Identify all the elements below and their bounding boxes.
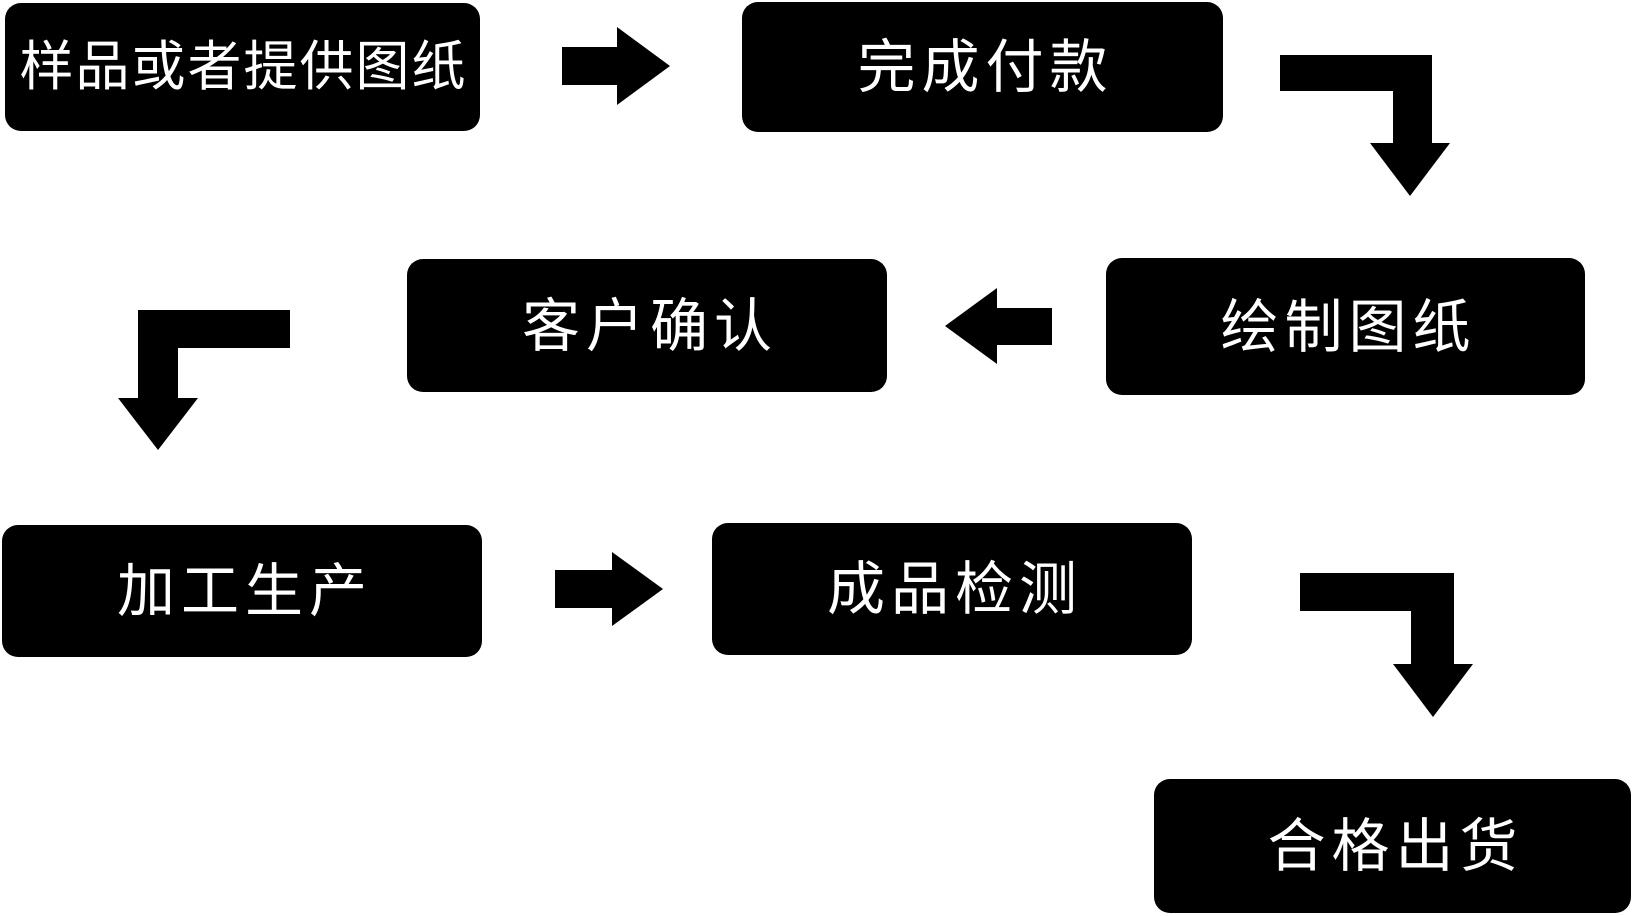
flow-node-complete-payment: 完成付款 [742, 2, 1223, 132]
flow-node-processing-production: 加工生产 [2, 525, 482, 657]
arrow-left-icon [945, 288, 1052, 364]
node-label: 加工生产 [116, 557, 373, 625]
flow-node-product-inspection: 成品检测 [712, 523, 1192, 655]
flow-node-qualified-shipment: 合格出货 [1154, 779, 1631, 913]
node-label: 合格出货 [1267, 812, 1524, 880]
node-label: 成品检测 [826, 555, 1083, 623]
arrow-right-icon [555, 552, 663, 626]
node-label: 样品或者提供图纸 [19, 35, 468, 98]
arrow-elbow-left-down-icon [118, 310, 290, 450]
flow-node-customer-confirm: 客户确认 [407, 259, 887, 392]
node-label: 绘制图纸 [1220, 292, 1477, 361]
arrow-elbow-right-down-icon [1280, 55, 1450, 196]
arrow-right-icon [562, 27, 670, 105]
flow-node-sample-or-drawing: 样品或者提供图纸 [5, 3, 480, 131]
flow-node-draw-drawings: 绘制图纸 [1106, 258, 1585, 395]
node-label: 客户确认 [521, 291, 778, 360]
arrow-elbow-right-down-icon [1300, 573, 1473, 717]
node-label: 完成付款 [857, 33, 1114, 101]
